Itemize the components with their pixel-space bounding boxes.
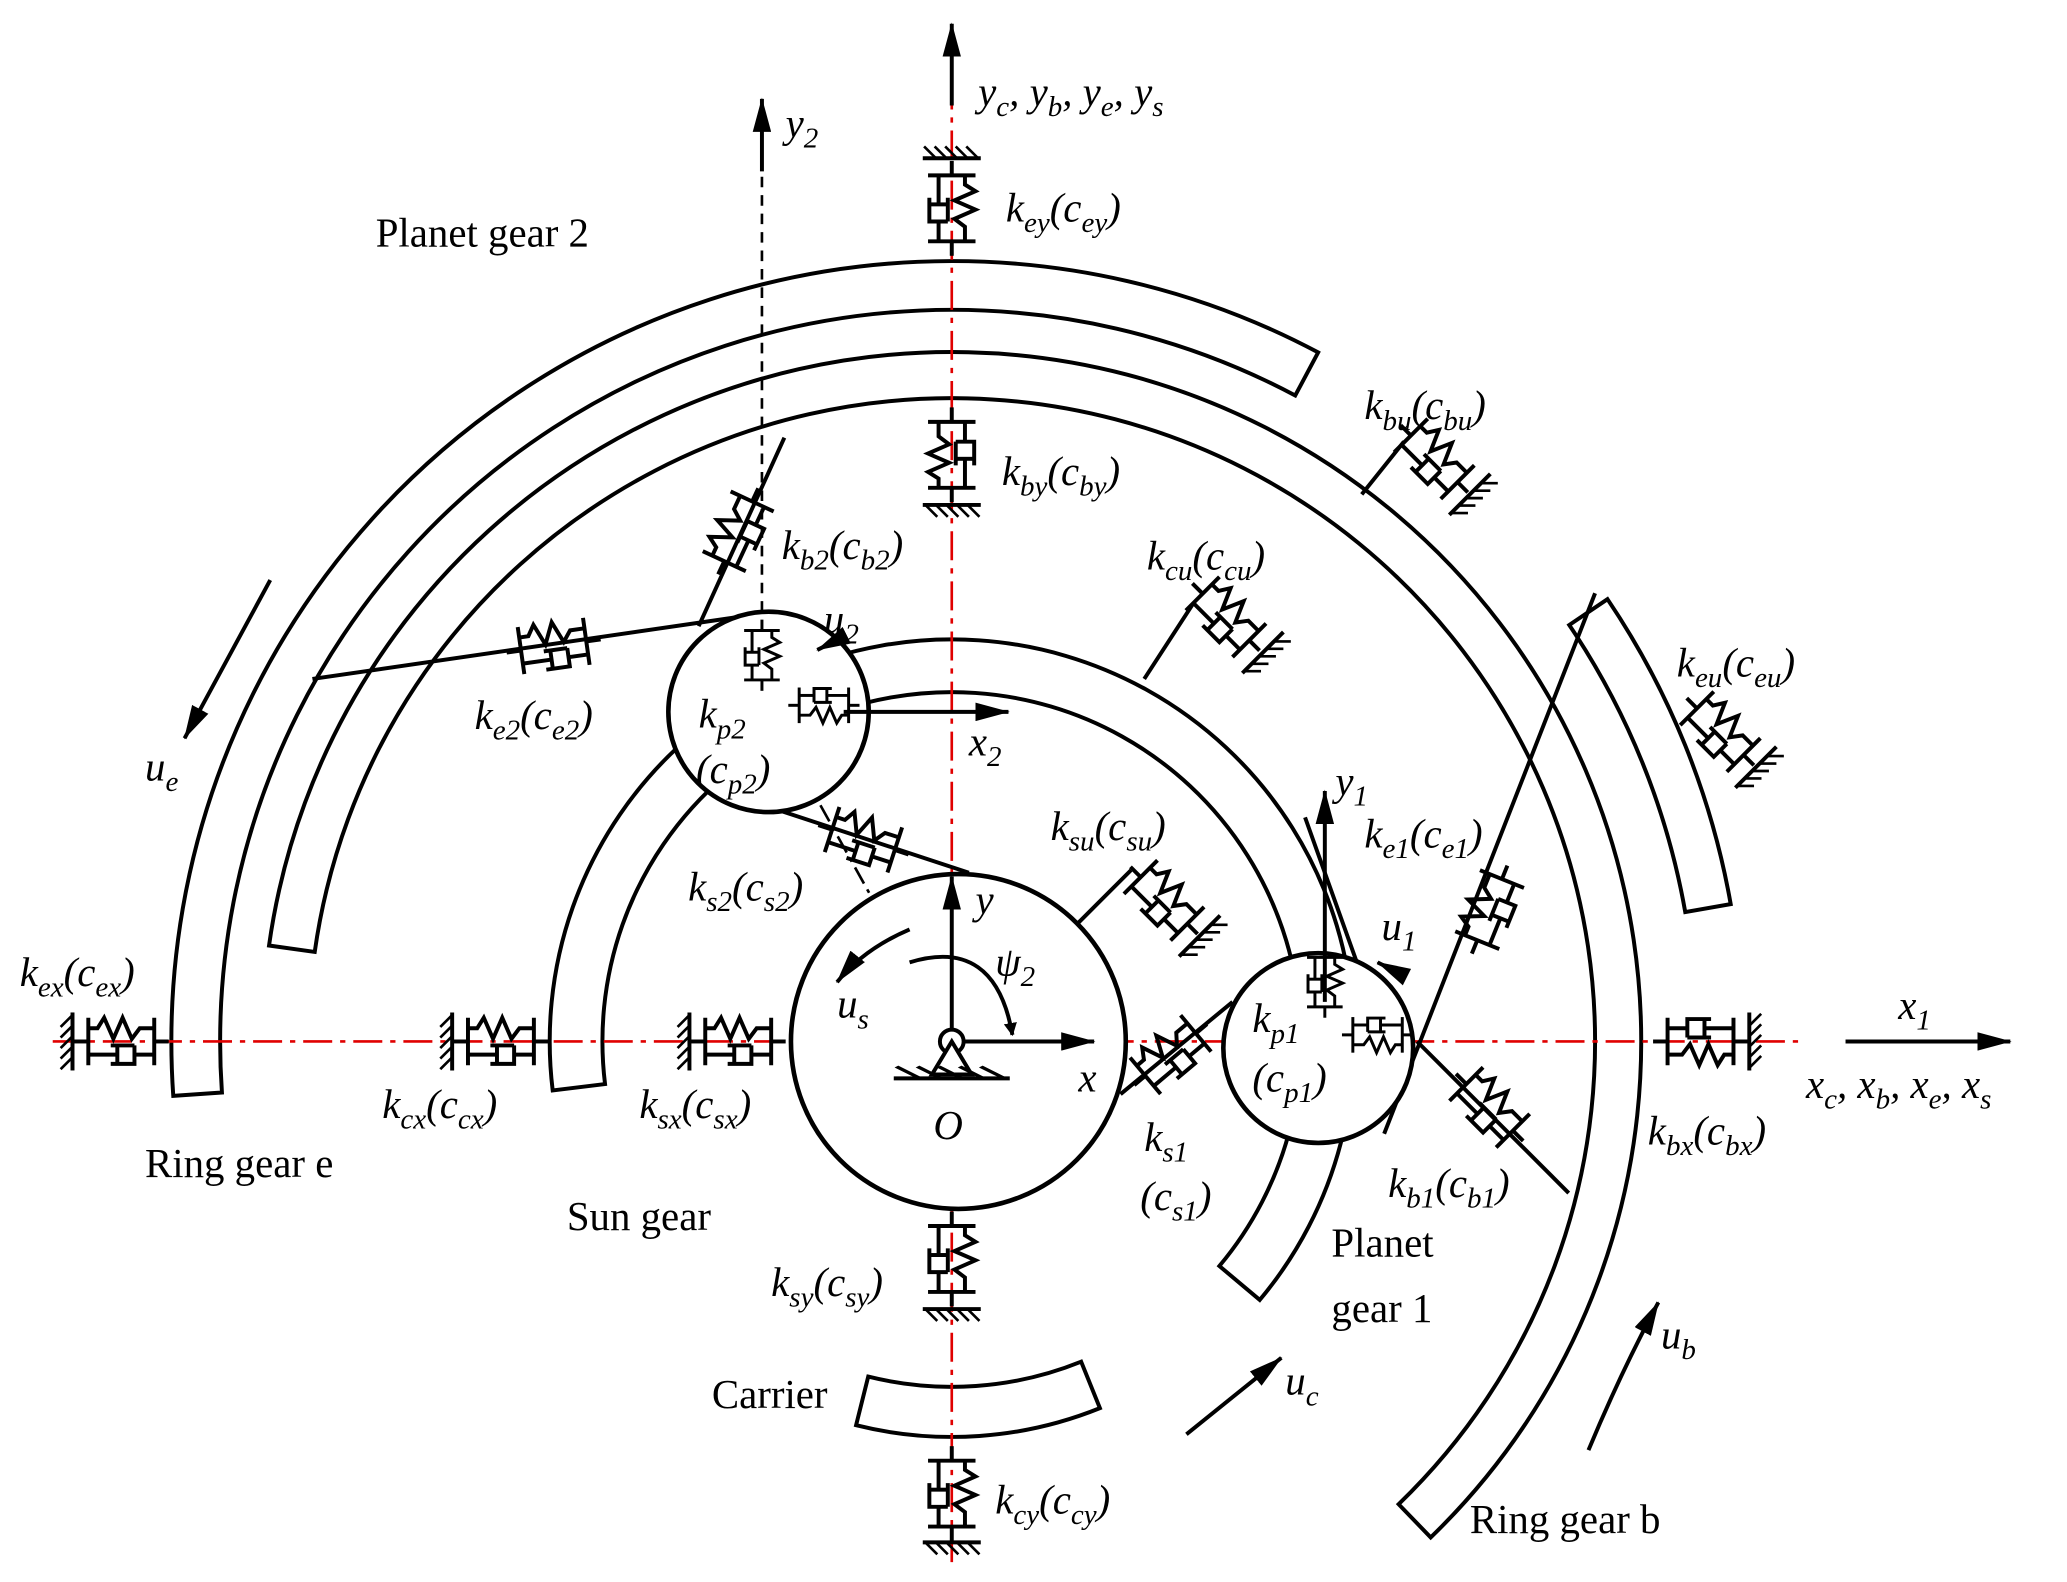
label-k-bu: kbu(cbu) [1364, 383, 1486, 437]
label-k-cu: kcu(ccu) [1147, 534, 1265, 588]
label-k-ey: key(cey) [1006, 186, 1121, 240]
label-axis-y: y [971, 878, 994, 923]
label-axis-x: x [1077, 1056, 1096, 1101]
label-u-s: us [837, 982, 869, 1036]
spring-damper-k-cx [451, 1015, 551, 1068]
label-k-p2: kp2 [699, 692, 746, 746]
label-planet-gear-1-label-b: gear 1 [1331, 1286, 1432, 1331]
spring-damper-k-bx [1651, 1015, 1750, 1068]
label-sun-gear-label: Sun gear [567, 1194, 711, 1239]
label-k-b2: kb2(cb2) [782, 523, 904, 577]
label-axis-y1: y1 [1331, 759, 1368, 813]
label-u-1: u1 [1382, 904, 1417, 958]
label-axis-y2: y2 [782, 101, 819, 155]
label-c-p2: (cp2) [696, 747, 770, 801]
label-k-e1: ke1(ce1) [1364, 812, 1482, 866]
label-psi-2: ψ2 [995, 940, 1035, 994]
spring-damper-k-e1 [1447, 854, 1532, 965]
label-carrier-label: Carrier [712, 1372, 828, 1417]
label-axis-x1: x1 [1897, 983, 1931, 1037]
label-k-b1: kb1(cb1) [1388, 1161, 1510, 1215]
label-u-b: ub [1661, 1313, 1696, 1367]
label-k-bx: kbx(cbx) [1648, 1108, 1766, 1162]
label-u-2: u2 [824, 597, 859, 651]
label-k-eu: keu(ceu) [1677, 640, 1795, 694]
label-u-e: ue [145, 744, 178, 798]
psi-2-arrow [909, 954, 1017, 1037]
spring-damper-k-b2 [694, 476, 782, 587]
label-axis-x-main: xc, xb, xe, xs [1805, 1062, 1991, 1116]
label-k-cy: kcy(ccy) [995, 1477, 1110, 1531]
label-ring-gear-e-label: Ring gear e [145, 1141, 333, 1186]
label-k-e2: ke2(ce2) [475, 693, 593, 747]
carrier-bottom-segment [853, 1359, 1103, 1439]
label-u-c: uc [1285, 1359, 1318, 1413]
label-axis-x2: x2 [968, 719, 1002, 773]
spring-damper-k-sx [688, 1015, 788, 1068]
label-ring-gear-b-label: Ring gear b [1470, 1497, 1661, 1542]
label-c-s1: (cs1) [1140, 1174, 1211, 1228]
planet-gear-1 [1221, 950, 1416, 1146]
label-k-su: ksu(csu) [1051, 804, 1166, 858]
label-k-p1: kp1 [1252, 996, 1299, 1050]
k-cu-link [1142, 602, 1195, 681]
label-k-s2: ks2(cs2) [688, 864, 803, 918]
label-axis-y-main: yc, yb, ye, ys [974, 70, 1163, 124]
label-k-ex: kex(cex) [20, 950, 135, 1004]
label-planet-gear-1-label-a: Planet [1331, 1220, 1434, 1265]
ground-k-by [920, 502, 983, 519]
label-k-by: kby(cby) [1002, 449, 1120, 503]
ground-k-sy [920, 1307, 983, 1323]
spring-damper-k-e2 [501, 613, 606, 679]
ring-gear-e [169, 259, 1321, 1099]
u-b-arrow [1586, 1301, 1661, 1451]
spring-damper-k-b1 [1437, 1055, 1542, 1160]
ring-gear-e-right-segment [1566, 596, 1733, 915]
u-1-arrow [1376, 960, 1412, 986]
label-origin-O: O [933, 1103, 963, 1148]
label-k-sy: ksy(csy) [771, 1260, 883, 1314]
label-c-p1: (cp1) [1252, 1056, 1326, 1110]
label-k-sx: ksx(csx) [639, 1082, 751, 1136]
k-su-link [1076, 868, 1133, 925]
label-planet-gear-2-label: Planet gear 2 [376, 211, 589, 256]
u-e-arrow [182, 579, 272, 740]
u-c-arrow [1185, 1356, 1283, 1436]
label-k-s1: ks1 [1144, 1115, 1188, 1169]
k-s2-link [767, 804, 970, 875]
u-s-arrow [835, 927, 911, 984]
k-e2-link [312, 615, 739, 681]
ring-gear-b [266, 350, 1644, 1541]
label-k-cx: kcx(ccx) [382, 1082, 497, 1136]
u-2-arrow [816, 626, 851, 652]
